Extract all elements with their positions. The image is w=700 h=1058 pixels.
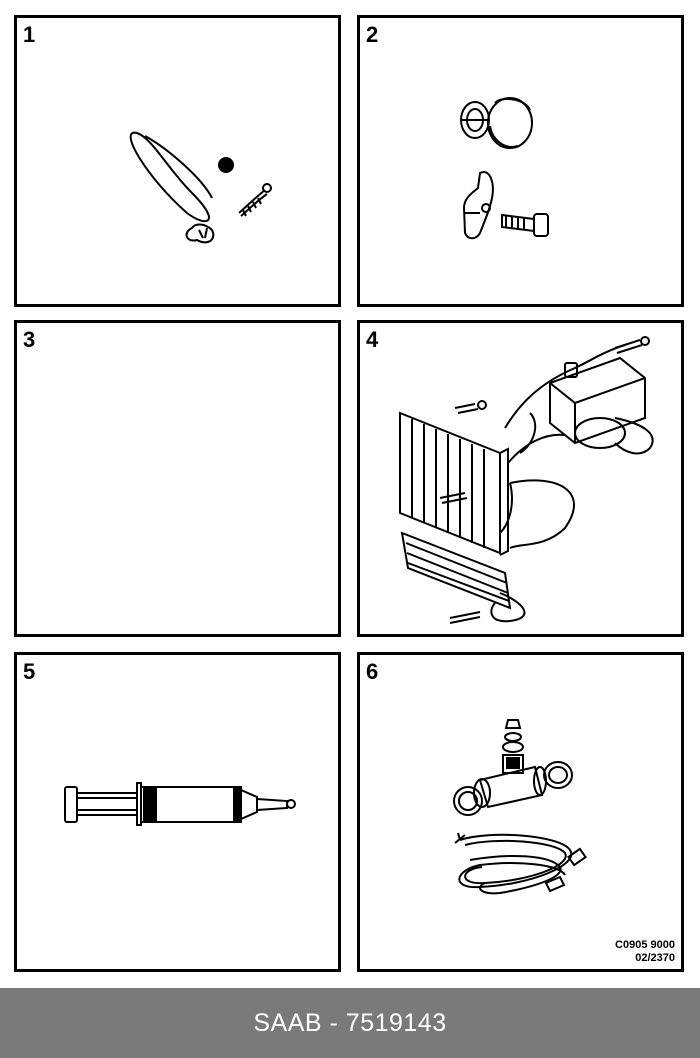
panel-1: 1 bbox=[14, 15, 341, 307]
panel-number: 5 bbox=[23, 659, 36, 684]
panel-4: 4 bbox=[357, 320, 684, 637]
drawing-code-line-2: 02/2370 bbox=[635, 951, 675, 964]
t-fitting-wire-harness-icon bbox=[360, 655, 681, 969]
panel-number: 3 bbox=[23, 327, 36, 352]
cable-tie-clip-screw-icon bbox=[17, 18, 338, 304]
grommet-bracket-bolt-icon bbox=[360, 18, 681, 304]
part-number-caption: SAAB - 7519143 bbox=[253, 1008, 447, 1037]
radiator-engine-assembly-icon bbox=[360, 323, 681, 634]
panel-6: 6 bbox=[357, 652, 684, 972]
panel-2: 2 bbox=[357, 15, 684, 307]
drawing-code-line-1: C0905 9000 bbox=[615, 938, 675, 951]
panel-number: 2 bbox=[366, 22, 379, 47]
panel-number: 6 bbox=[366, 659, 379, 684]
panel-5: 5 bbox=[14, 652, 341, 972]
panel-number: 1 bbox=[23, 22, 36, 47]
parts-sheet: 1 2 bbox=[14, 15, 684, 972]
grease-syringe-icon bbox=[17, 655, 338, 969]
footer-caption-bar: SAAB - 7519143 bbox=[0, 988, 700, 1058]
panel-number: 4 bbox=[366, 327, 379, 352]
drawing-code: C0905 9000 02/2370 bbox=[615, 939, 675, 965]
panel-3: 3 bbox=[14, 320, 341, 637]
